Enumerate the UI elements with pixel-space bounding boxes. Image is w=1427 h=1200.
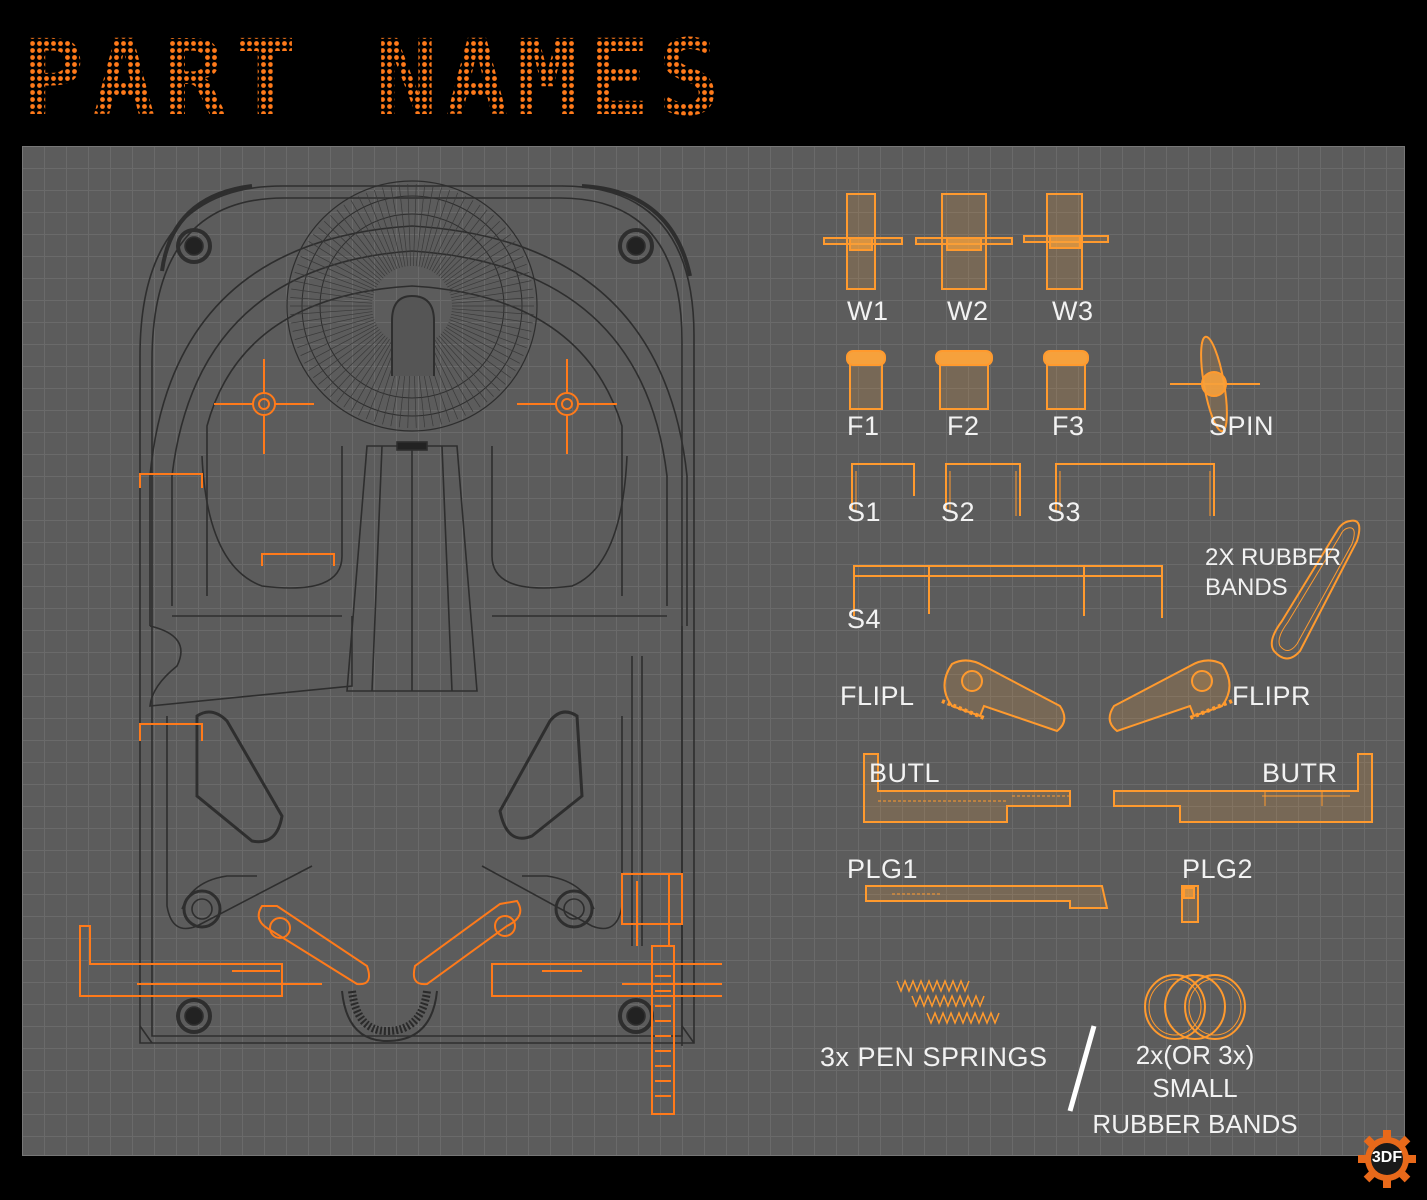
- w3-part-icon: [1023, 193, 1109, 290]
- w2-part-icon: [915, 193, 1013, 290]
- f1-label: F1: [847, 411, 880, 441]
- f3-part-icon: [1043, 350, 1089, 410]
- separator-slash: [1067, 1025, 1097, 1112]
- gear-icon: [1358, 1130, 1416, 1188]
- butl-part-icon: [863, 753, 1071, 823]
- butl-label: BUTL: [869, 758, 941, 788]
- spin-label: SPIN: [1209, 411, 1275, 441]
- small-rubber-bands-label: 2x(OR 3x) SMALL RUBBER BANDS: [1090, 1039, 1300, 1141]
- rubber-band-part-icon: [1270, 519, 1361, 660]
- pinball-assembly-drawing: [79, 180, 722, 1115]
- small-rubber-bands-label-line2: RUBBER BANDS: [1092, 1109, 1298, 1139]
- flipr-label: FLIPR: [1232, 681, 1312, 711]
- parts-legend-drawing: [823, 193, 1373, 1112]
- f1-part-icon: [846, 350, 886, 410]
- f2-label: F2: [947, 411, 980, 441]
- spin-part-icon: [1170, 335, 1260, 433]
- s2-label: S2: [941, 497, 976, 527]
- rubber-bands-label-line2: BANDS: [1205, 574, 1288, 601]
- pen-springs-part-icon: [896, 978, 1000, 1026]
- s4-part-icon: [853, 565, 1163, 618]
- flipr-part-icon: [1108, 659, 1233, 733]
- brand-logo: 3DF: [1356, 1128, 1418, 1190]
- butr-label: BUTR: [1262, 758, 1338, 788]
- s3-part-icon: [1055, 463, 1215, 516]
- plg2-label: PLG2: [1182, 854, 1254, 884]
- plg1-part-icon: [865, 885, 1109, 909]
- butr-part-icon: [1113, 753, 1373, 823]
- w3-label: W3: [1052, 296, 1094, 326]
- rubber-bands-label-line1: 2X RUBBER: [1205, 544, 1342, 571]
- f3-label: F3: [1052, 411, 1085, 441]
- s1-label: S1: [847, 497, 882, 527]
- f2-part-icon: [935, 350, 993, 410]
- page-title-text: PART NAMES: [22, 26, 722, 126]
- s2-part-icon: [945, 463, 1021, 516]
- page-title: PART NAMES: [22, 26, 722, 126]
- pen-springs-label: 3x PEN SPRINGS: [820, 1042, 1048, 1072]
- small-rubber-bands-label-line1: 2x(OR 3x) SMALL: [1135, 1040, 1255, 1103]
- w1-label: W1: [847, 296, 889, 326]
- small-rubber-bands-part-icon: [1144, 974, 1246, 1040]
- w2-label: W2: [947, 296, 989, 326]
- s3-label: S3: [1047, 497, 1082, 527]
- flipl-label: FLIPL: [840, 681, 915, 711]
- logo-text: 3DF: [1371, 1149, 1403, 1166]
- diagram-panel: W1 W2 W3 F1 F2 F3 SPIN S1 S2 S3 S4 2X RU…: [22, 146, 1405, 1156]
- s4-label: S4: [847, 604, 882, 634]
- flipl-part-icon: [941, 659, 1066, 733]
- plg2-part-icon: [1181, 885, 1199, 923]
- plg1-label: PLG1: [847, 854, 919, 884]
- rubber-bands-label: 2X RUBBER BANDS: [1205, 543, 1341, 603]
- w1-part-icon: [823, 193, 903, 290]
